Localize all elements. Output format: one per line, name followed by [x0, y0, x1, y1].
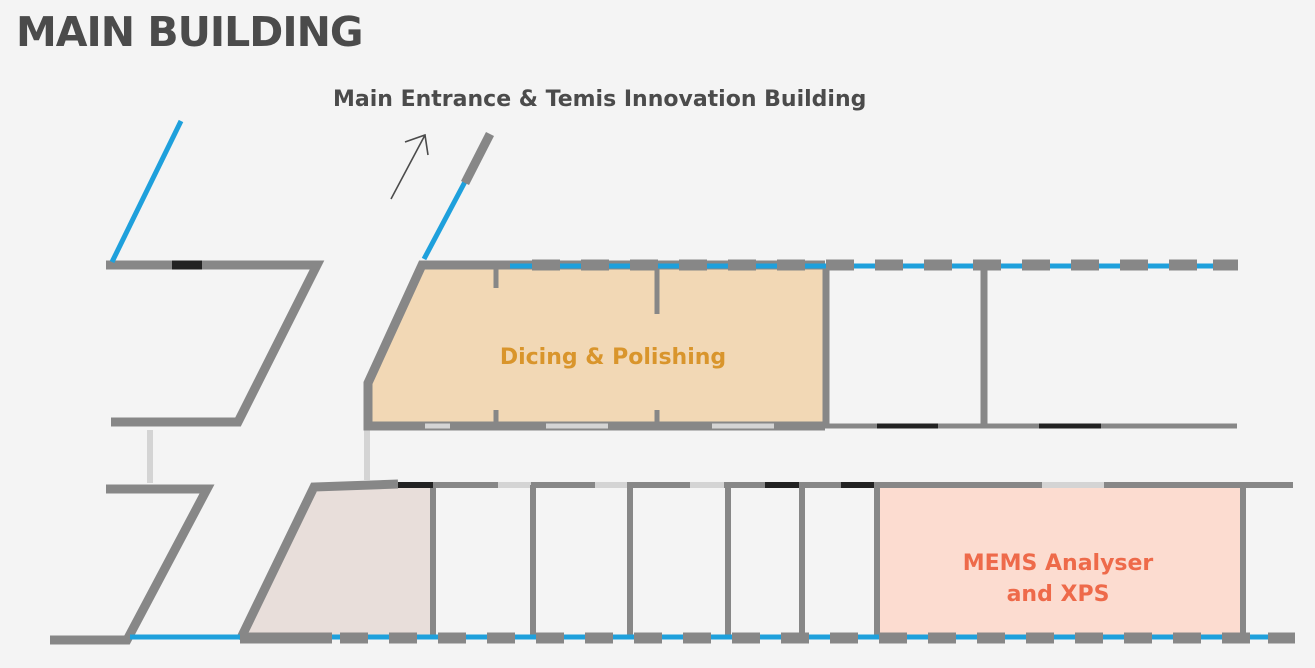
wall-entrance-window — [421, 176, 470, 261]
wall-lobby-lower — [235, 479, 399, 642]
room-mems-xps-label-line2: and XPS — [1007, 582, 1110, 607]
entrance-label: Main Entrance & Temis Innovation Buildin… — [333, 87, 866, 112]
walls — [50, 119, 1295, 645]
walls-lower-partitions — [530, 485, 1246, 638]
room-mems-xps[interactable] — [877, 487, 1243, 637]
wall-left-upper — [106, 260, 325, 427]
room-dicing-polishing[interactable] — [368, 266, 825, 426]
room-mems-xps-label-line1: MEMS Analyser — [963, 551, 1154, 576]
wall-left-lower — [50, 484, 215, 645]
wall-left-upper-window — [109, 119, 184, 264]
room-dicing-polishing-label: Dicing & Polishing — [500, 345, 726, 370]
entrance-arrow-icon — [390, 133, 429, 200]
page-title: MAIN BUILDING — [16, 8, 364, 56]
wall-entrance-top — [460, 131, 495, 186]
room-lobby-lower[interactable] — [240, 487, 432, 638]
